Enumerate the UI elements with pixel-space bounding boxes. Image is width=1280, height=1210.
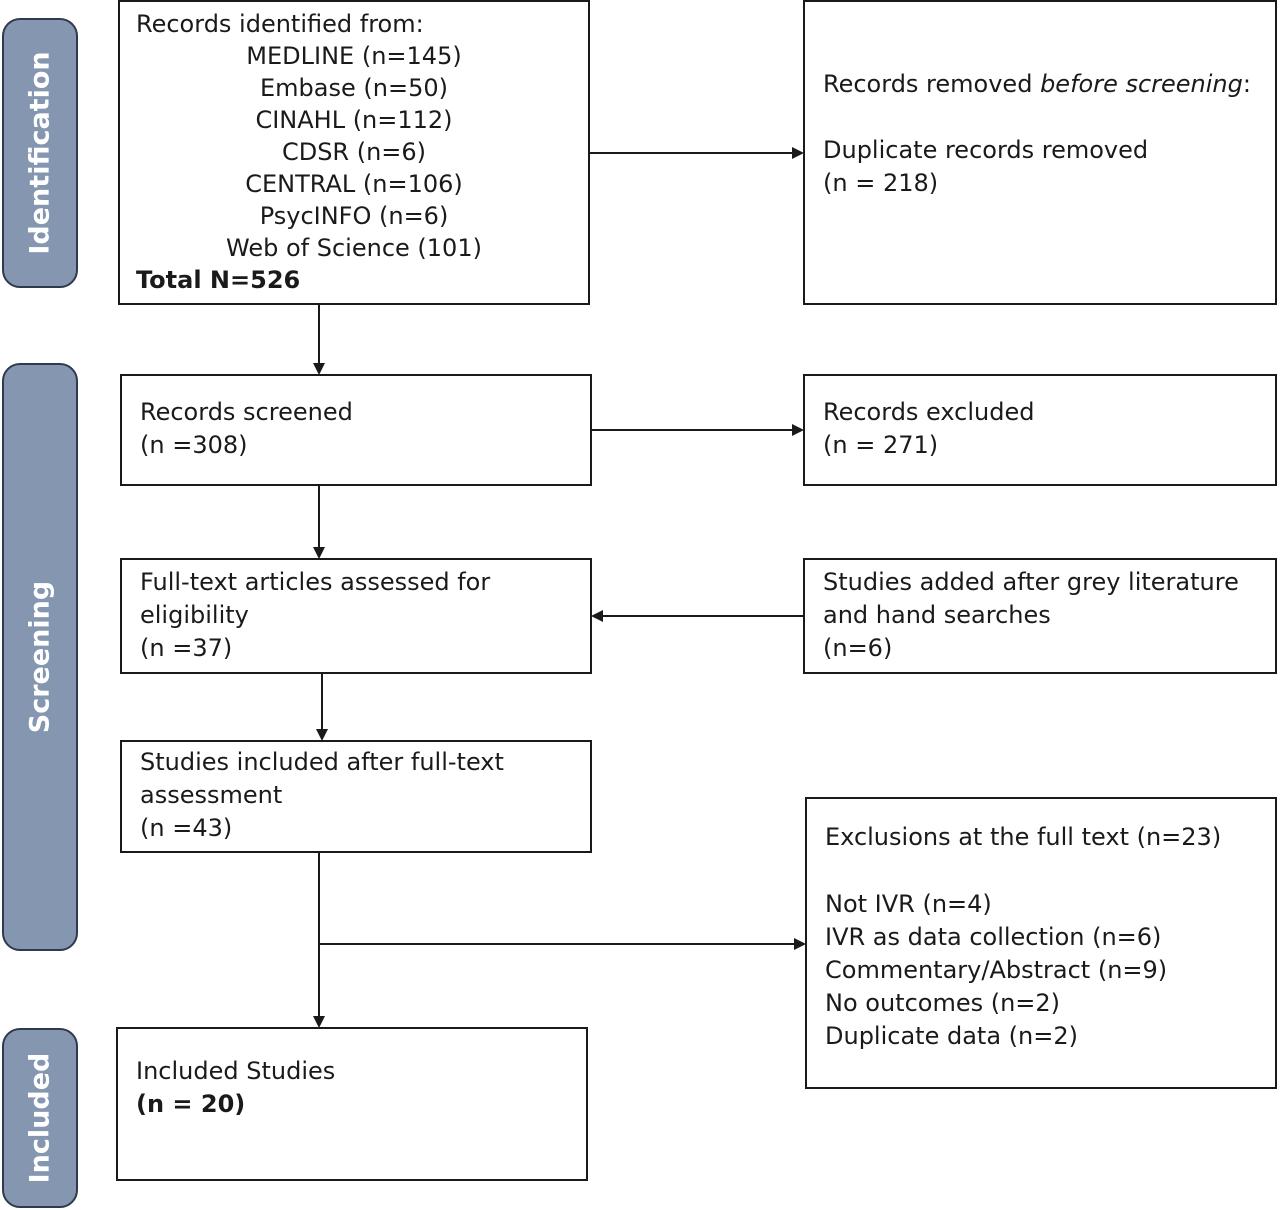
screened-count: (n =308) (140, 431, 248, 459)
added-label-line1: Studies added after grey literature (823, 568, 1239, 596)
after-fulltext-box: Studies included after full-text assessm… (120, 740, 592, 853)
exclusion-reason: No outcomes (n=2) (825, 989, 1061, 1017)
exclusion-reason: Commentary/Abstract (n=9) (825, 956, 1168, 984)
fulltext-label-line2: eligibility (140, 601, 249, 629)
records-removed-box: Records removed before screening: Duplic… (803, 0, 1277, 305)
identified-heading: Records identified from: (136, 10, 424, 38)
removed-duplicates-label: Duplicate records removed (823, 136, 1149, 164)
source-central: CENTRAL (n=106) (245, 170, 463, 198)
exclusion-reason: IVR as data collection (n=6) (825, 923, 1162, 951)
phase-included: Included (2, 1028, 78, 1208)
removed-heading-prefix: Records removed (823, 70, 1041, 98)
screened-label: Records screened (140, 398, 353, 426)
records-screened-box: Records screened (n =308) (120, 374, 592, 486)
after-fulltext-label-line2: assessment (140, 781, 283, 809)
source-cdsr: CDSR (n=6) (281, 138, 427, 166)
source-embase: Embase (n=50) (260, 74, 448, 102)
excluded-count: (n = 271) (823, 431, 939, 459)
fulltext-label-line1: Full-text articles assessed for (140, 568, 491, 596)
after-fulltext-count: (n =43) (140, 814, 233, 842)
added-label-line2: and hand searches (823, 601, 1051, 629)
exclusion-reason: Not IVR (n=4) (825, 890, 992, 918)
records-excluded-box: Records excluded (n = 271) (803, 374, 1277, 486)
fulltext-count: (n =37) (140, 634, 233, 662)
fulltext-assessed-box: Full-text articles assessed for eligibil… (120, 558, 592, 674)
identified-total: Total N=526 (136, 266, 301, 294)
removed-heading-emph: before screening (1040, 70, 1243, 98)
source-medline: MEDLINE (n=145) (246, 42, 462, 70)
removed-heading-suffix: : (1242, 70, 1251, 98)
source-psycinfo: PsycINFO (n=6) (259, 202, 449, 230)
included-count: (n = 20) (136, 1090, 246, 1118)
exclusion-reason: Duplicate data (n=2) (825, 1022, 1078, 1050)
included-label: Included Studies (136, 1057, 336, 1085)
exclusions-heading: Exclusions at the full text (n=23) (825, 823, 1222, 851)
added-count: (n=6) (823, 634, 893, 662)
removed-heading: Records removed before screening: (823, 68, 1257, 101)
removed-duplicates-count: (n = 218) (823, 169, 939, 197)
source-web-of-science: Web of Science (101) (226, 234, 482, 262)
phase-screening: Screening (2, 363, 78, 951)
studies-added-box: Studies added after grey literature and … (803, 558, 1277, 674)
fulltext-exclusions-box: Exclusions at the full text (n=23) Not I… (805, 797, 1277, 1089)
source-cinahl: CINAHL (n=112) (255, 106, 453, 134)
included-studies-box: Included Studies (n = 20) (116, 1027, 588, 1181)
excluded-label: Records excluded (823, 398, 1035, 426)
phase-identification: Identification (2, 18, 78, 288)
after-fulltext-label-line1: Studies included after full-text (140, 748, 504, 776)
records-identified-box: Records identified from: MEDLINE (n=145)… (118, 0, 590, 305)
